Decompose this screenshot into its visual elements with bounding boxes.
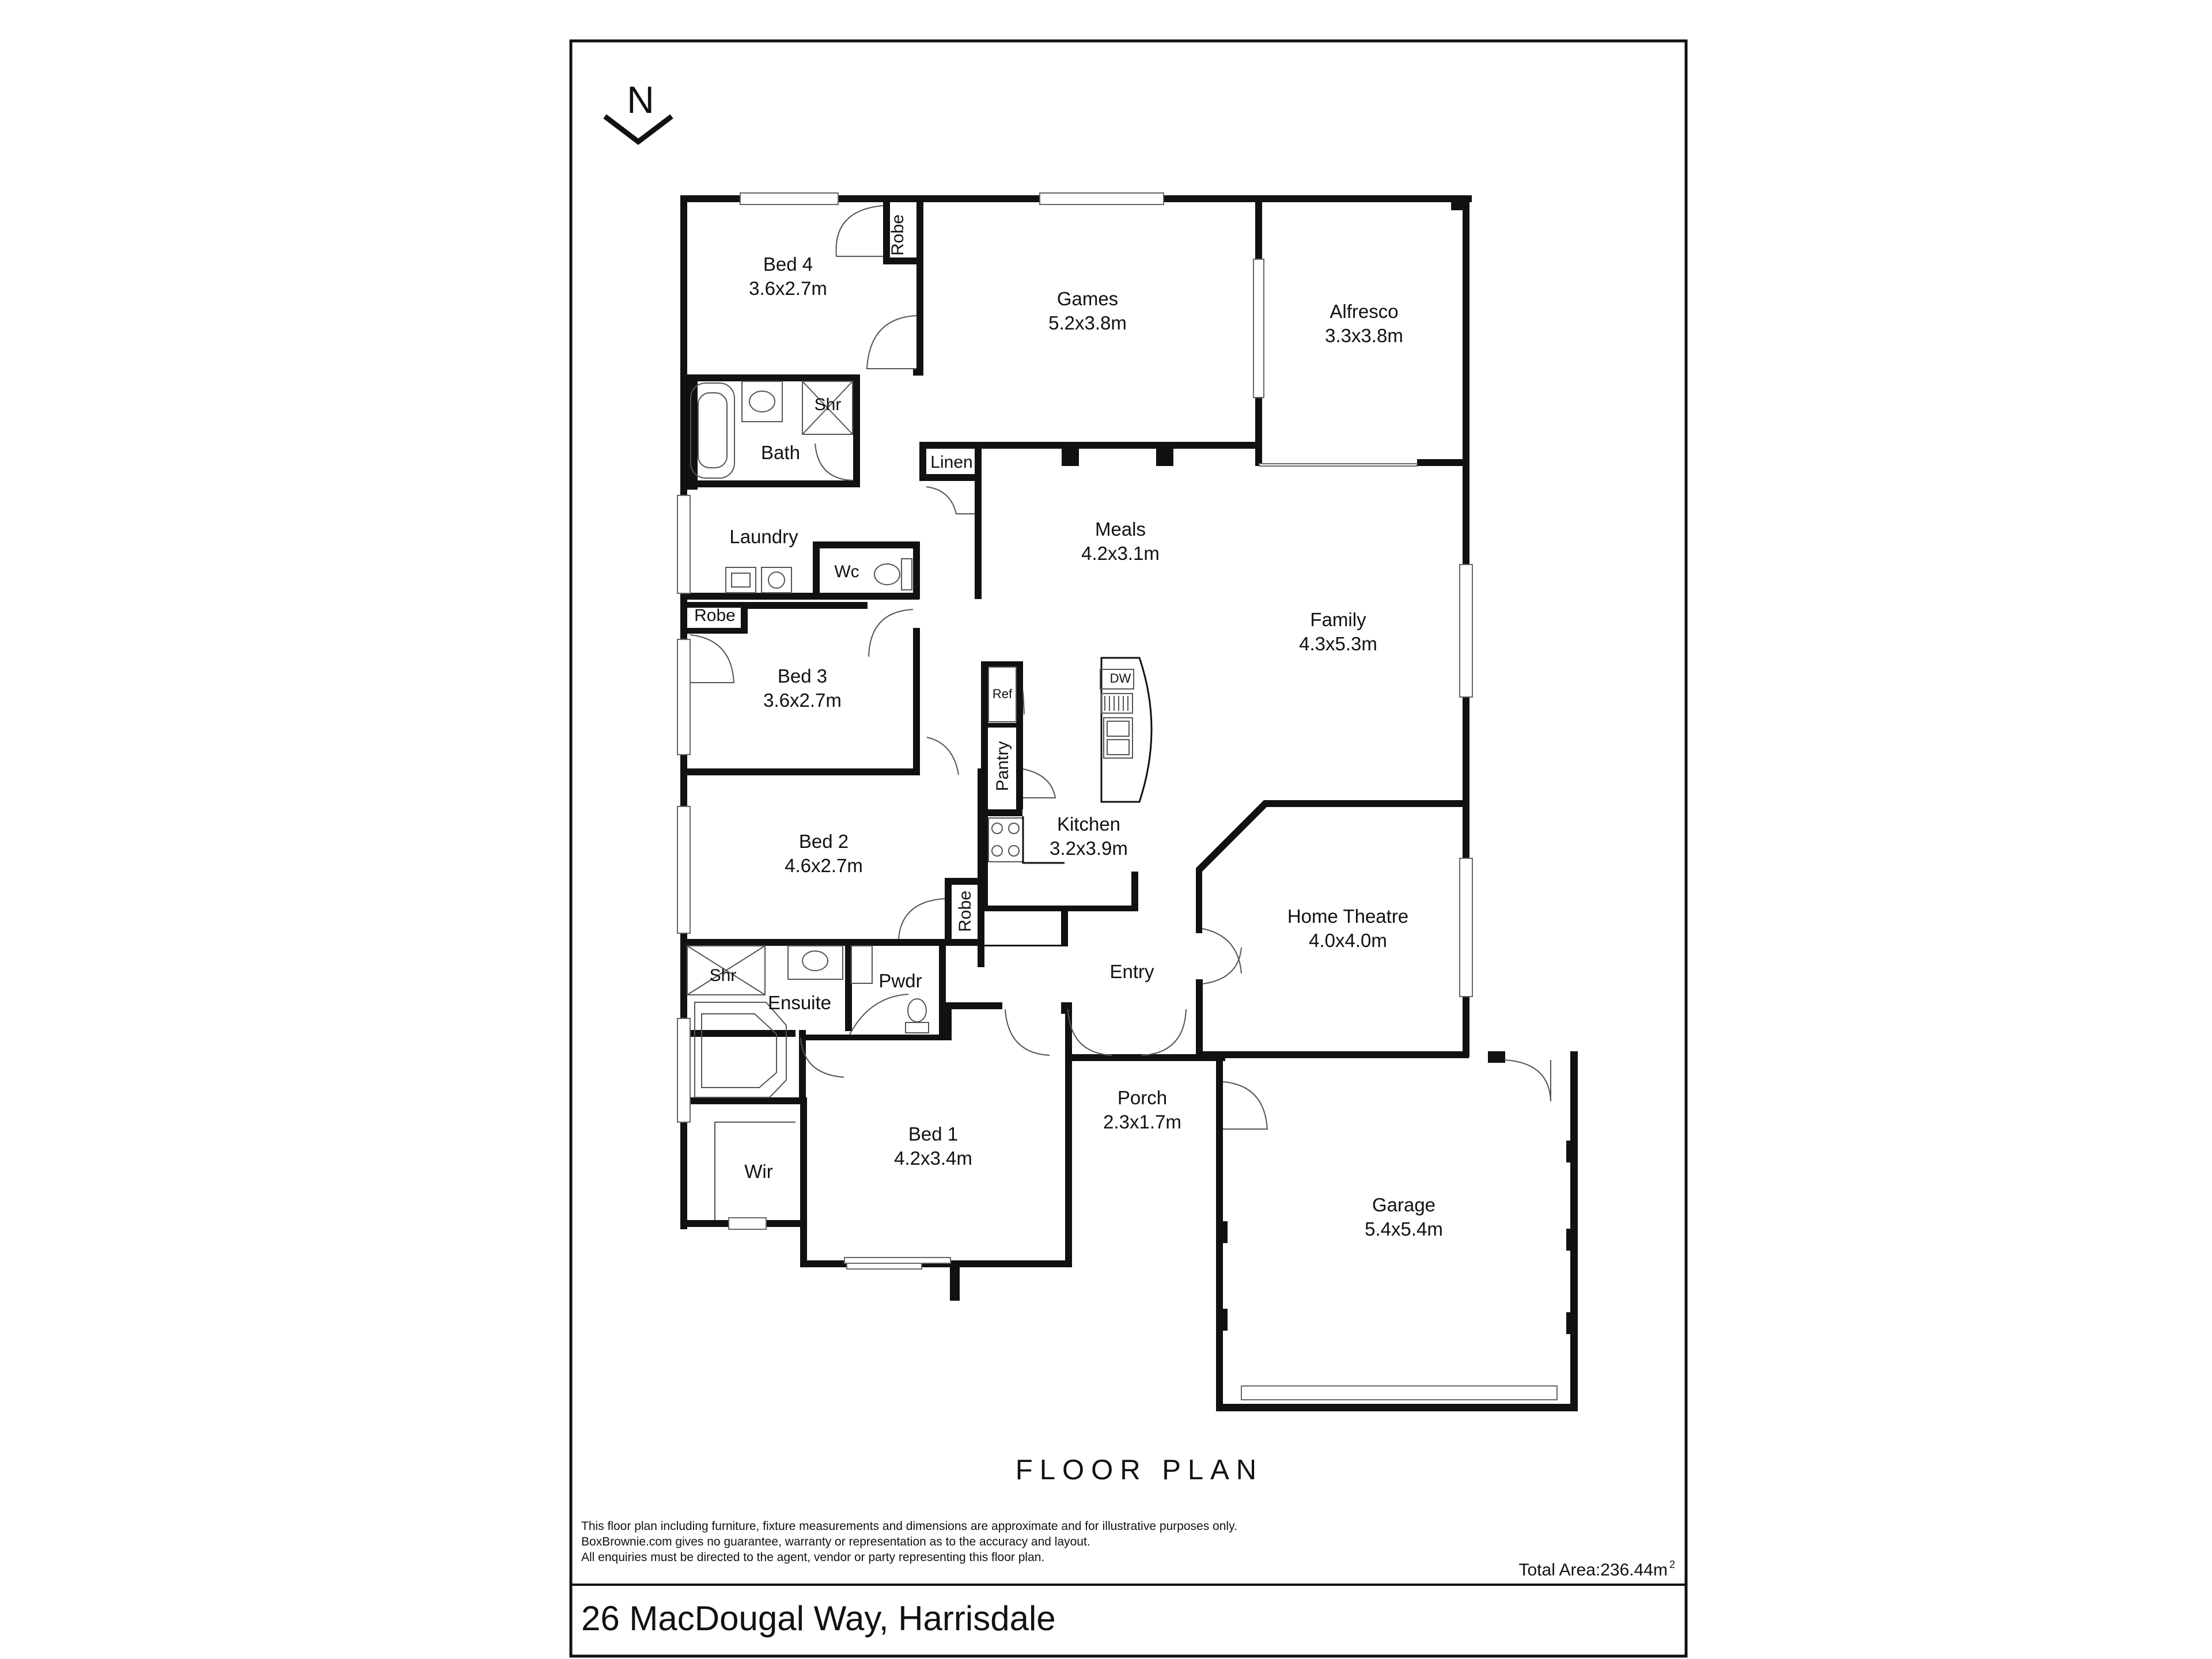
wc-label: Wc (834, 562, 859, 581)
washing-machine-icon (761, 567, 792, 593)
north-arrow-icon: N (603, 78, 673, 145)
page-border (569, 39, 1688, 1658)
disclaimer-line-1: This floor plan including furniture, fix… (581, 1520, 1237, 1533)
bathtub-icon (690, 382, 735, 479)
toilet-icon (874, 558, 912, 590)
ref-label: Ref (993, 687, 1013, 701)
disclaimer-line-3: All enquiries must be directed to the ag… (581, 1551, 1044, 1564)
alfresco-dims: 3.3x3.8m (1325, 325, 1403, 346)
bed3-name: Bed 3 (778, 665, 827, 687)
games-name: Games (1057, 288, 1118, 309)
room-labels: Bed 4 3.6x2.7m Games 5.2x3.8m Alfresco 3… (694, 214, 1443, 1240)
total-area: Total Area:236.44m (1518, 1560, 1668, 1580)
garage-dims: 5.4x5.4m (1365, 1218, 1443, 1240)
compass-letter: N (627, 78, 654, 121)
windows (677, 192, 1558, 1400)
bed1-dims: 4.2x3.4m (894, 1147, 972, 1169)
bed4-name: Bed 4 (763, 253, 813, 275)
robe-bed3-label: Robe (694, 606, 736, 625)
meals-dims: 4.2x3.1m (1081, 543, 1160, 564)
meals-name: Meals (1095, 518, 1146, 540)
address: 26 MacDougal Way, Harrisdale (581, 1599, 1056, 1638)
linen-label: Linen (930, 453, 972, 472)
bed2-name: Bed 2 (799, 831, 849, 852)
cooktop-icon (988, 817, 1024, 862)
kitchen-island-icon (1100, 657, 1153, 803)
laundry-trough-icon (725, 567, 756, 593)
shower-icon (802, 381, 853, 435)
bath-label: Bath (761, 442, 800, 463)
ensuite-basin-icon (787, 945, 843, 980)
pwdr-basin-icon (851, 945, 873, 984)
shr-ensuite-label: Shr (710, 966, 737, 985)
ensuite-label: Ensuite (768, 992, 831, 1013)
alfresco-name: Alfresco (1330, 301, 1398, 322)
total-area-superscript: 2 (1669, 1559, 1675, 1570)
laundry-label: Laundry (729, 526, 798, 547)
pwdr-label: Pwdr (878, 970, 922, 991)
porch-dims: 2.3x1.7m (1103, 1111, 1181, 1132)
bed2-dims: 4.6x2.7m (785, 855, 863, 876)
porch-name: Porch (1118, 1087, 1167, 1108)
door-swings (690, 205, 1551, 1130)
pantry-label: Pantry (993, 741, 1012, 791)
garage-name: Garage (1372, 1194, 1435, 1215)
pwdr-toilet-icon (905, 998, 929, 1033)
games-dims: 5.2x3.8m (1048, 312, 1127, 334)
entry-label: Entry (1109, 961, 1154, 982)
kitchen-name: Kitchen (1057, 813, 1120, 835)
dw-label: DW (1110, 671, 1131, 685)
spa-bath-icon (694, 1002, 787, 1098)
home-theatre-name: Home Theatre (1287, 906, 1408, 927)
bed4-dims: 3.6x2.7m (749, 278, 827, 299)
family-dims: 4.3x5.3m (1299, 633, 1377, 654)
fridge-space (988, 666, 1017, 722)
bathroom-basin-icon (741, 381, 783, 422)
kitchen-dims: 3.2x3.9m (1050, 838, 1128, 859)
walls (680, 195, 1578, 1411)
home-theatre-dims: 4.0x4.0m (1309, 930, 1387, 951)
bed1-name: Bed 1 (908, 1123, 958, 1145)
ensuite-shower-icon (687, 945, 766, 995)
disclaimer-line-2: BoxBrownie.com gives no guarantee, warra… (581, 1535, 1090, 1548)
shr-bath-label: Shr (815, 395, 842, 414)
fixtures (687, 381, 1153, 1220)
family-name: Family (1310, 609, 1366, 630)
wir-label: Wir (744, 1161, 772, 1182)
plan-title: FLOOR PLAN (1016, 1455, 1263, 1486)
robe-bed4-label: Robe (888, 214, 907, 256)
bed3-dims: 3.6x2.7m (763, 690, 842, 711)
robe-bed2-label: Robe (956, 891, 975, 932)
kitchen-sink-icon (1103, 717, 1133, 759)
